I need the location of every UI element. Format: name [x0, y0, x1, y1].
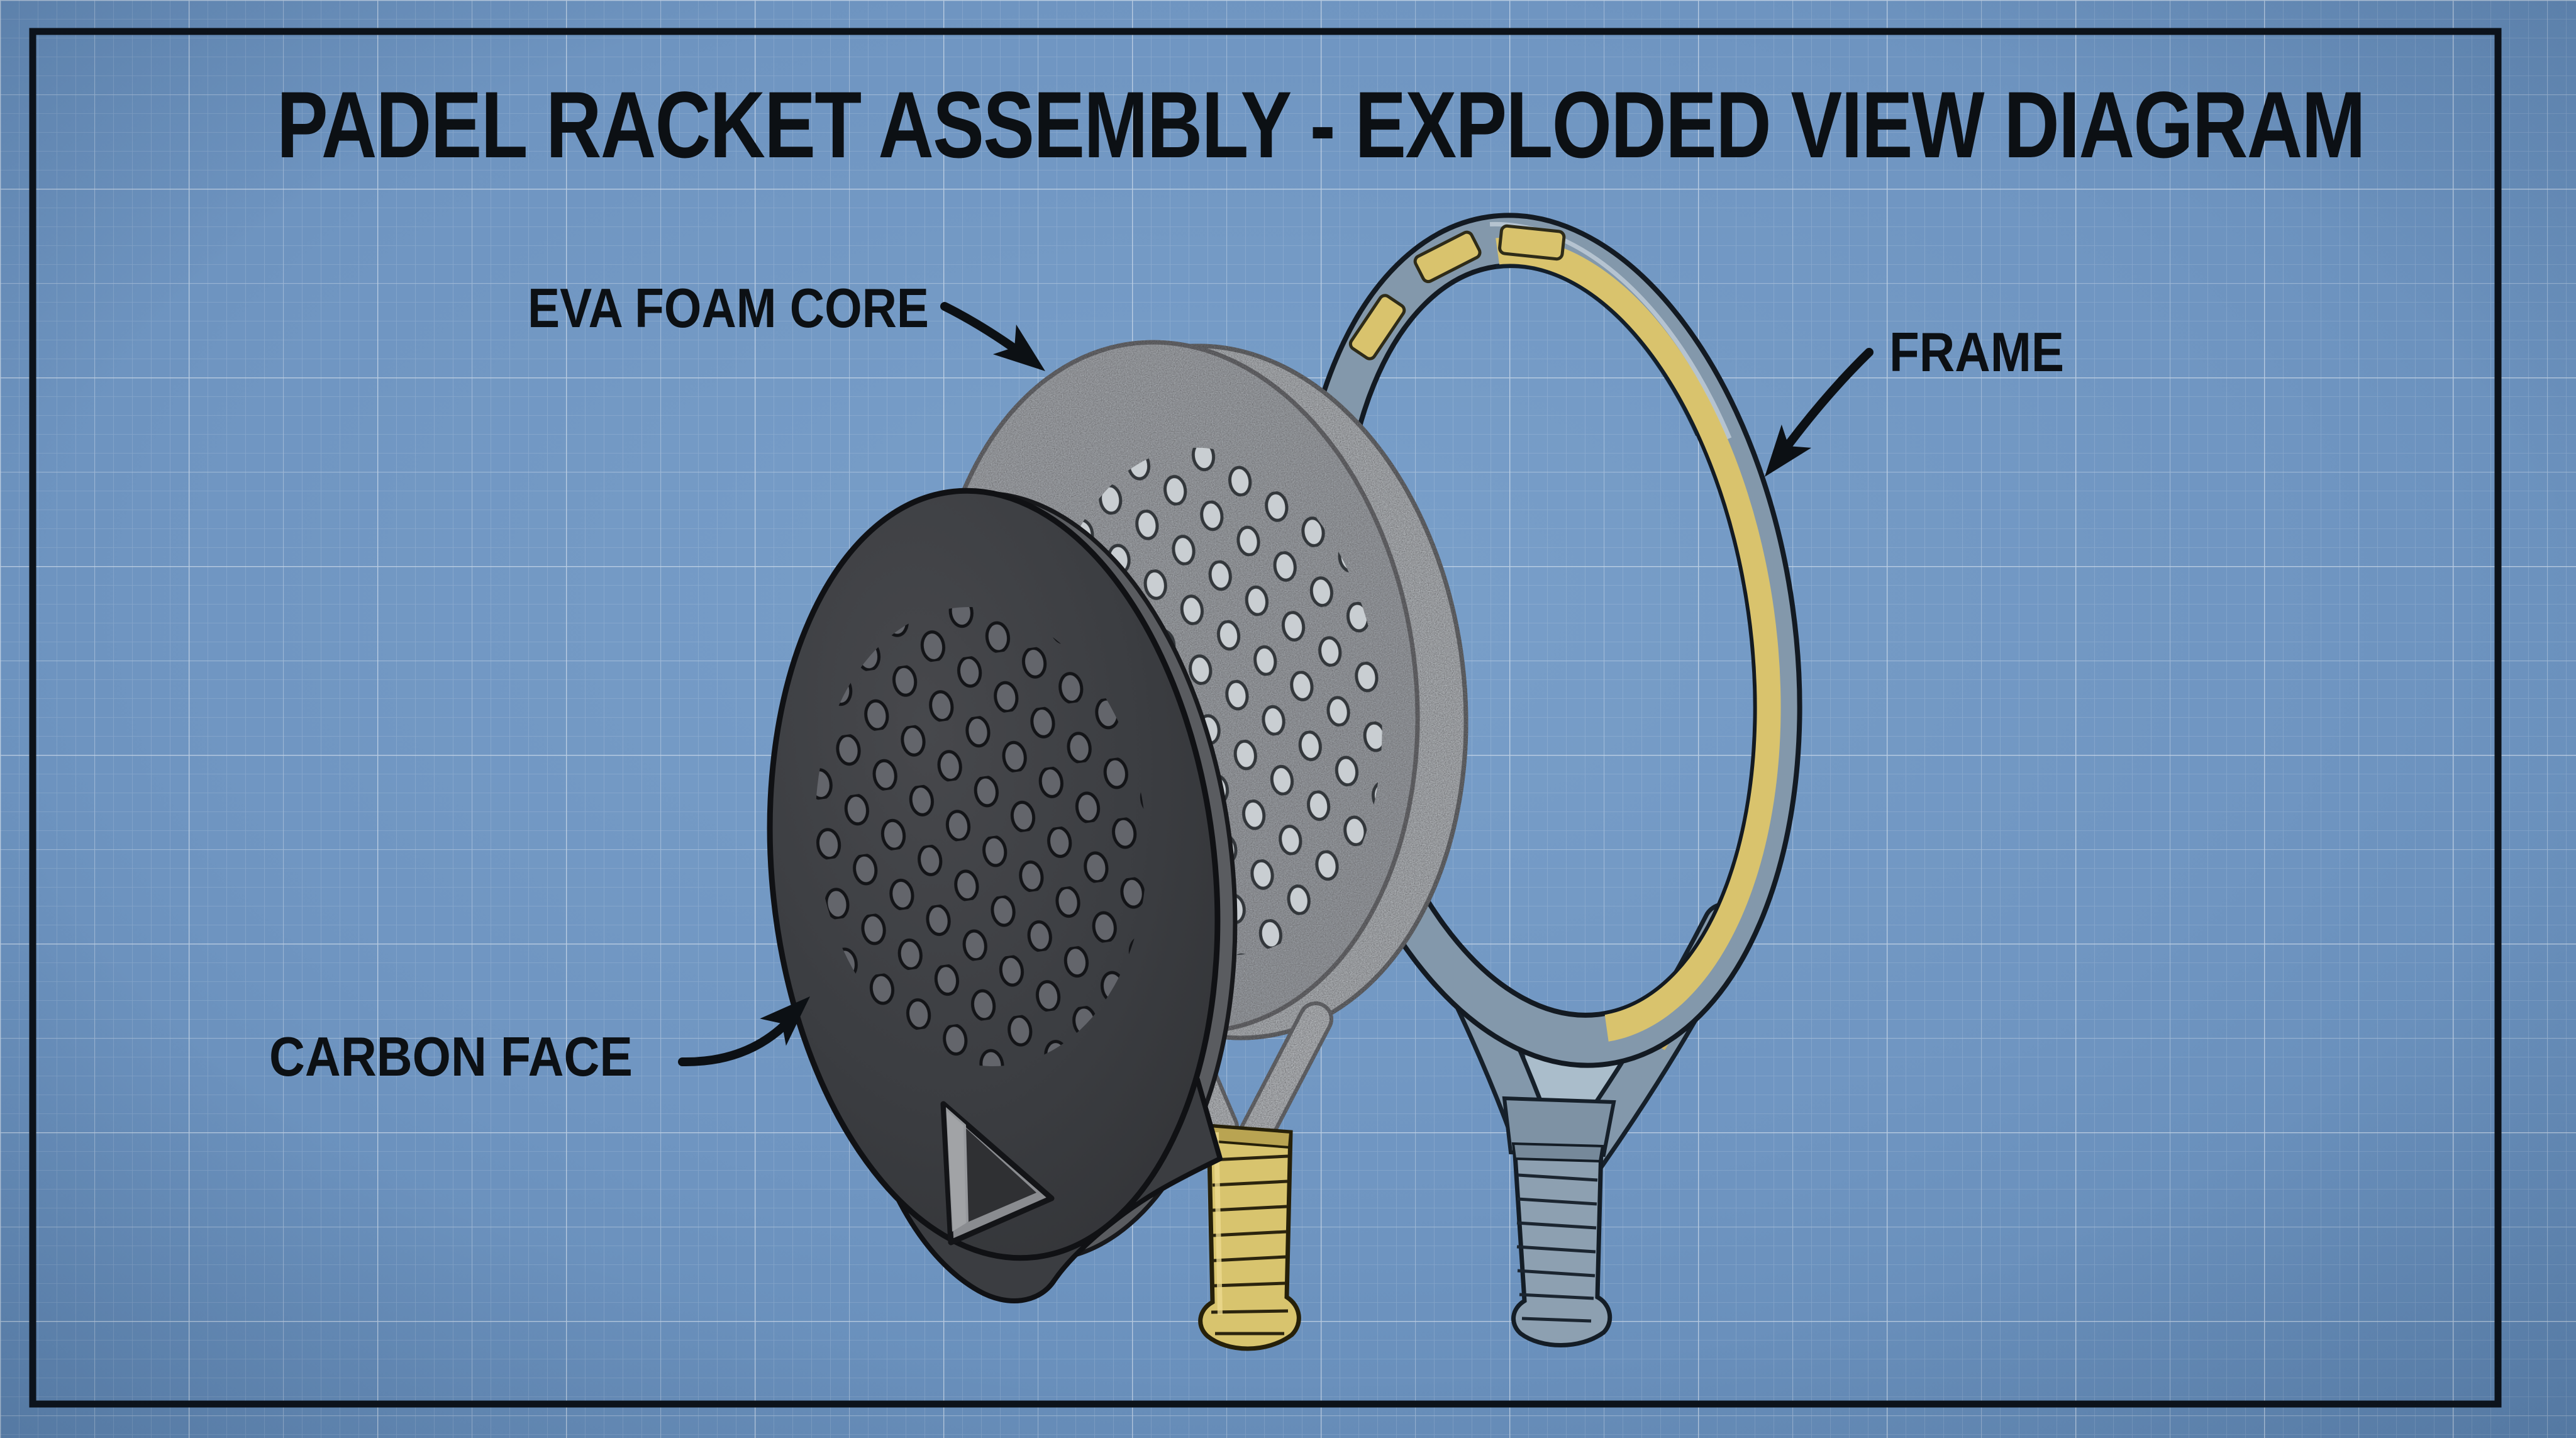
frame-window: [1498, 224, 1566, 261]
page-title: PADEL RACKET ASSEMBLY - EXPLODED VIEW DI…: [277, 72, 2365, 177]
label-eva-foam-core: EVA FOAM CORE: [528, 277, 929, 339]
frame-grip: [1511, 1142, 1613, 1347]
frame-grip-collar: [1511, 1142, 1604, 1163]
label-frame: FRAME: [1889, 321, 2064, 383]
label-carbon-face: CARBON FACE: [269, 1025, 633, 1088]
